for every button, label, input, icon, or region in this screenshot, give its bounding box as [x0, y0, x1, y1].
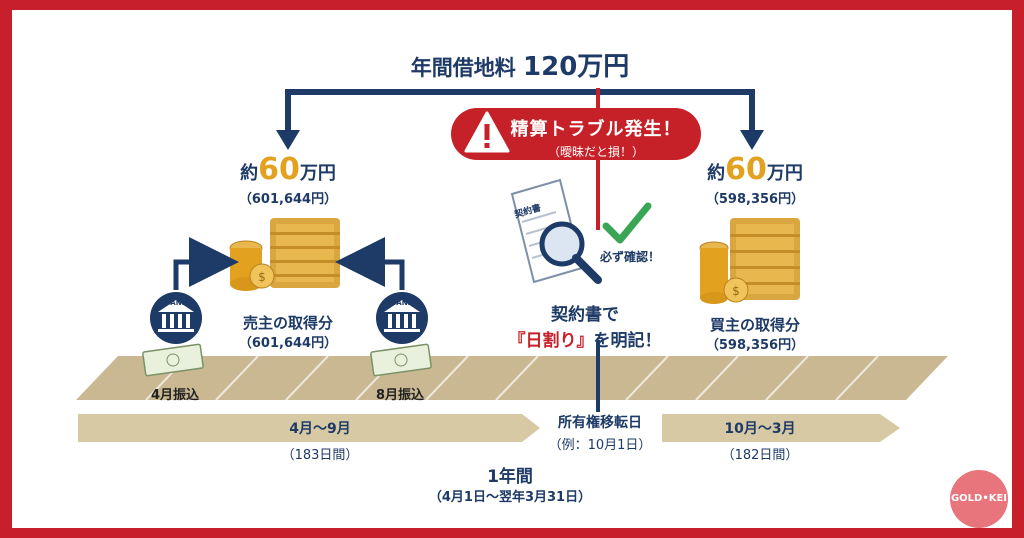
warning-sub: （曖昧だと損！） [547, 145, 644, 159]
title-amount: 120万円 [523, 52, 630, 82]
bill-icon-april [142, 343, 204, 377]
seller-approx-amount: 約60万円 [240, 152, 336, 187]
title-prefix: 年間借地料 [410, 56, 516, 80]
check-label: 必ず確認！ [600, 250, 661, 264]
period2-days: （182日間） [721, 448, 799, 463]
seller-exact-amount: （601,644円） [238, 192, 338, 207]
year-range: （4月1日〜翌年3月31日） [428, 490, 592, 505]
contract-instruction: 契約書で 『日割り』を明記！ [508, 305, 662, 351]
payment-april-label: 4月振込 [150, 388, 200, 403]
buyer-money-icon: $ [699, 218, 800, 304]
arrow-august-to-seller [335, 237, 405, 290]
gold-kei-logo: GOLD•KEI [950, 470, 1008, 528]
buyer-share-label: 買主の取得分 [709, 316, 800, 334]
period1-label: 4月〜9月 [289, 421, 351, 437]
payment-august-label: 8月振込 [375, 388, 425, 403]
arrow-down-left [276, 130, 300, 150]
year-label: 1年間 [487, 467, 533, 487]
bank-icon-august [376, 292, 428, 344]
split-bracket [276, 89, 764, 150]
timeline-dividers [145, 355, 879, 401]
period2-label: 10月〜3月 [724, 421, 796, 437]
period1-arrow [78, 414, 540, 442]
annual-rent-title: 年間借地料 120万円 [400, 46, 640, 83]
buyer-exact-amount: （598,356円） [705, 192, 805, 207]
buyer-approx-amount: 約60万円 [707, 152, 803, 187]
transfer-date-label: 所有権移転日 [558, 415, 642, 431]
bank-text-august: BANK [390, 299, 414, 307]
bill-icon-august [370, 343, 432, 377]
timeline-band [76, 356, 948, 400]
check-icon [602, 202, 652, 244]
bank-icon-april [150, 292, 202, 344]
transfer-date-example: （例：10月1日） [548, 438, 652, 453]
period2-arrow [662, 414, 900, 442]
seller-share-exact: （601,644円） [238, 336, 338, 351]
buyer-share-exact: （598,356円） [705, 338, 805, 353]
magnifier-icon [539, 221, 602, 284]
seller-share-label: 売主の取得分 [242, 314, 333, 332]
arrow-down-right [740, 130, 764, 150]
seller-money-icon: $ [229, 218, 340, 291]
svg-text:$: $ [258, 270, 266, 284]
warning-triangle-icon [464, 111, 510, 153]
period1-days: （183日間） [281, 448, 359, 463]
bank-text-april: BANK [164, 299, 188, 307]
arrow-april-to-seller [173, 237, 239, 290]
warning-main: 精算トラブル発生！ [510, 119, 682, 140]
svg-text:$: $ [732, 284, 740, 298]
